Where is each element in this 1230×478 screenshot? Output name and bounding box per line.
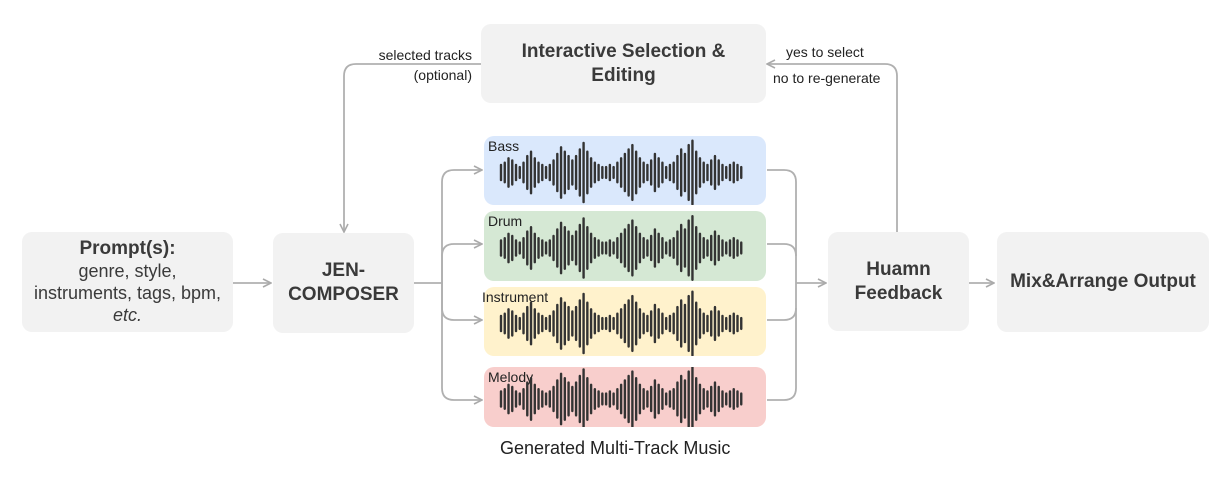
feedback-label-line1: Huamn (866, 258, 931, 280)
track-instrument: Instrument (482, 287, 766, 356)
interactive-selection-box: Interactive Selection & Editing (481, 24, 766, 103)
output-box: Mix&Arrange Output (997, 232, 1209, 332)
prompt-line-2: instruments, tags, bpm, (33, 283, 222, 303)
prompt-title: Prompt(s): (79, 238, 176, 259)
waveform-bass (499, 139, 743, 205)
feedback-label-line2: Feedback (854, 282, 943, 304)
composer-box: JEN- COMPOSER (273, 233, 414, 333)
prompt-box: Prompt(s): genre, style, instruments, ta… (22, 232, 233, 332)
composer-label-line2: COMPOSER (288, 284, 399, 305)
track-drum: Drum (484, 211, 766, 281)
waveform-drum (499, 214, 743, 281)
tracks-caption: Generated Multi-Track Music (500, 438, 731, 458)
arrow-interactive-to-composer (344, 63, 481, 231)
selected-tracks-note-line1: selected tracks (378, 47, 472, 63)
prompt-line-3: etc. (112, 305, 142, 325)
output-label: Mix&Arrange Output (1010, 271, 1196, 292)
arrow-to-melody (441, 283, 481, 400)
feedback-box: Huamn Feedback (828, 232, 969, 331)
arrow-to-bass (441, 170, 481, 283)
track-label-drum: Drum (488, 213, 523, 229)
merge-line-outer (767, 169, 797, 401)
arrow-to-drum (441, 244, 481, 283)
composer-label-line1: JEN- (321, 260, 366, 281)
waveform-melody (499, 367, 743, 427)
track-melody: Melody (484, 367, 766, 427)
no-to-regenerate-note: no to re-generate (773, 70, 881, 86)
waveform-instrument (499, 290, 743, 356)
interactive-label-line2: Editing (591, 64, 656, 86)
track-label-instrument: Instrument (482, 289, 549, 305)
track-label-melody: Melody (488, 369, 534, 385)
arrow-feedback-to-interactive (768, 64, 898, 232)
selected-tracks-note: selected tracks (optional) (358, 45, 472, 85)
selected-tracks-note-line2: (optional) (413, 67, 472, 83)
track-bass: Bass (484, 136, 766, 205)
track-label-bass: Bass (488, 138, 520, 154)
arrow-to-instrument (441, 283, 481, 320)
prompt-line-1: genre, style, (78, 261, 177, 281)
merge-line-drum (767, 243, 797, 257)
interactive-label-line1: Interactive Selection & (521, 40, 726, 62)
merge-line-instrument (767, 307, 797, 321)
yes-to-select-note: yes to select (786, 44, 864, 60)
